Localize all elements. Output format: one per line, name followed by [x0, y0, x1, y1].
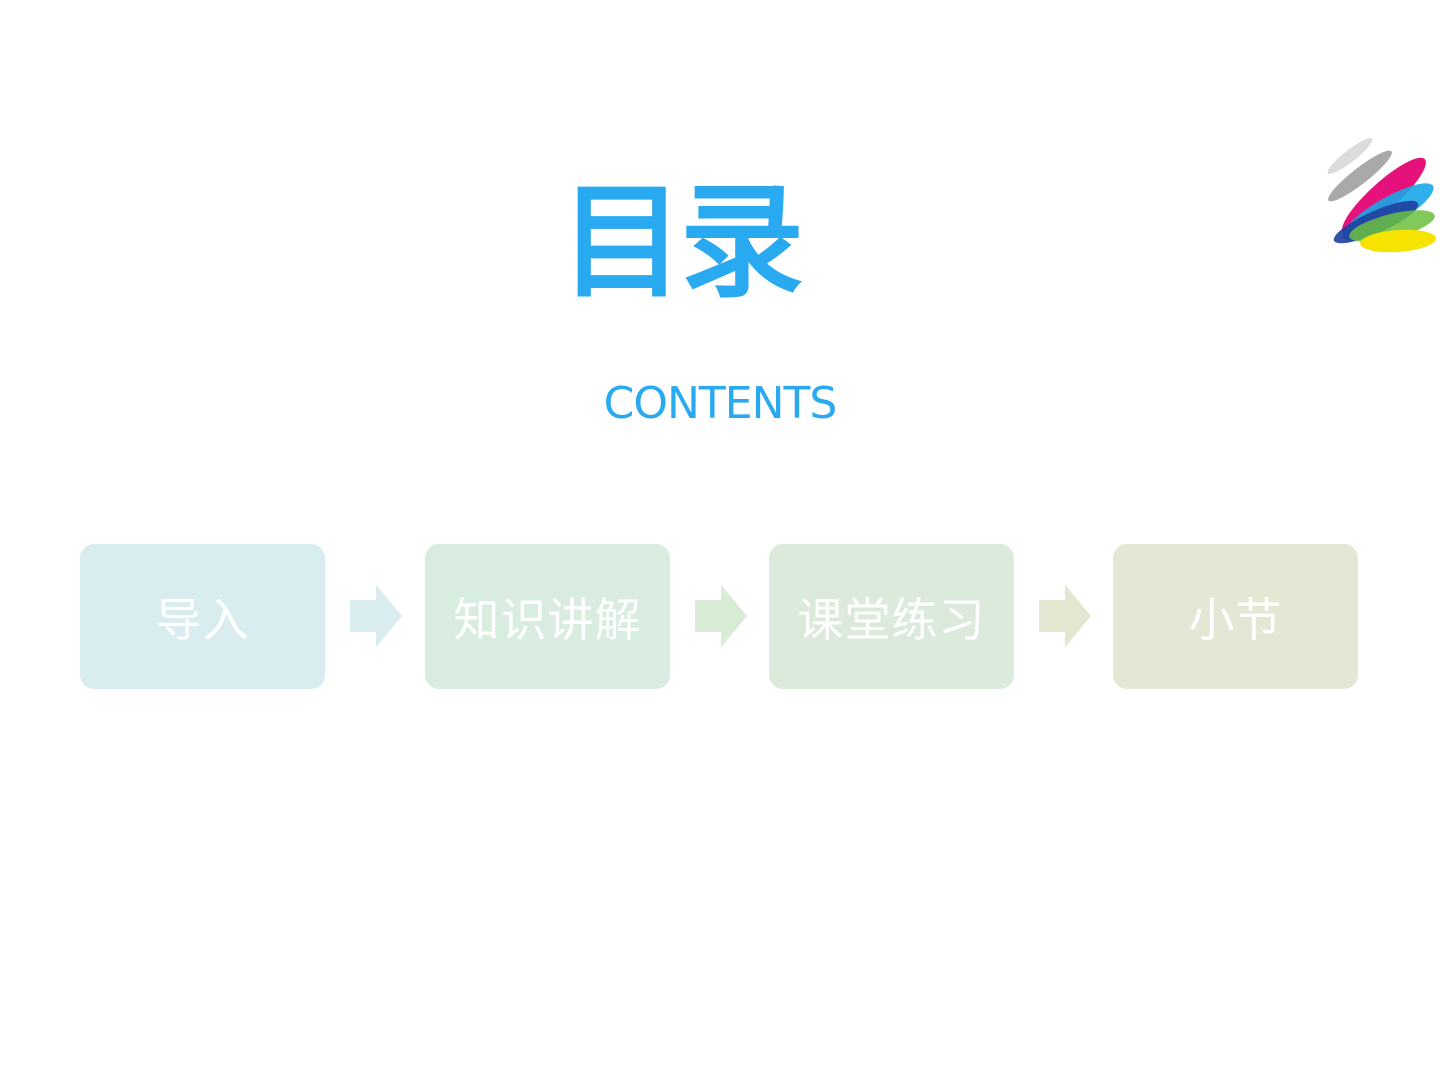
step-summary-box[interactable]: 小节 — [1113, 544, 1358, 689]
logo-petal-gray — [1328, 150, 1392, 202]
logo-petal-yellow — [1360, 229, 1436, 253]
page-title: 目录 — [559, 171, 804, 315]
step-knowledge-label: 知识讲解 — [453, 592, 642, 647]
step-practice-label: 课堂练习 — [797, 592, 986, 647]
logo-petal-gray-light — [1327, 138, 1373, 174]
right-arrow-icon — [350, 585, 402, 647]
step-summary-label: 小节 — [1188, 592, 1283, 647]
right-arrow-icon — [695, 585, 747, 647]
logo-petal-green — [1349, 210, 1435, 242]
page-subtitle: CONTENTS — [603, 378, 838, 429]
process-flow: 导入 知识讲解 课堂练习 小节 — [80, 544, 1358, 689]
step-knowledge-box[interactable]: 知识讲解 — [425, 544, 670, 689]
brand-logo-icon — [1327, 138, 1436, 253]
step-intro-box[interactable]: 导入 — [80, 544, 325, 689]
step-intro-label: 导入 — [155, 592, 250, 647]
step-practice-box[interactable]: 课堂练习 — [769, 544, 1014, 689]
right-arrow-icon — [1039, 585, 1091, 647]
